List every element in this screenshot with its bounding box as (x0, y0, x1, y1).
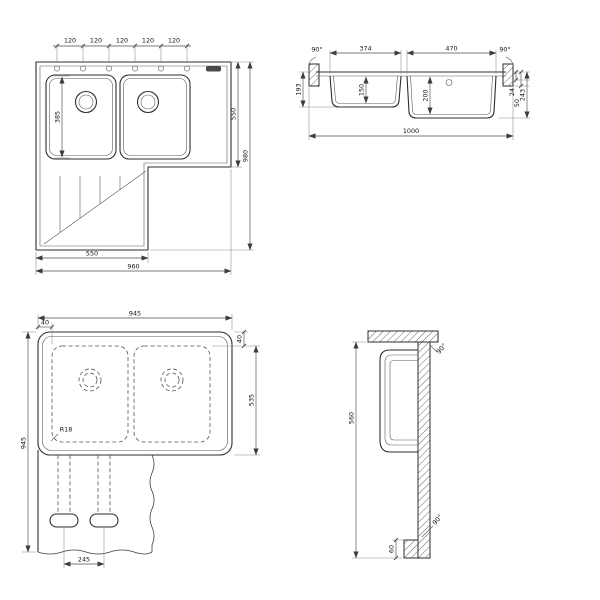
dim-label-120-1: 120 (64, 37, 76, 45)
dim-ticks (513, 69, 524, 89)
dim-label-374: 374 (359, 45, 371, 53)
left-drain-hidden-inner (82, 372, 98, 388)
angle-arc-left (308, 56, 317, 67)
dim-label-50: 50 (513, 99, 521, 107)
top-view: 120 120 120 120 120 550 980 385 550 960 (35, 37, 254, 275)
faucet-holes (54, 65, 190, 72)
dim-label-120-5: 120 (168, 37, 180, 45)
angle-leader-top (429, 344, 438, 353)
flange-section (367, 330, 439, 343)
left-bowl-hidden (51, 345, 129, 443)
dim-label-193: 193 (295, 83, 303, 95)
faucet-hole (106, 65, 112, 72)
bottom-view: 945 40 40 535 945 R18 245 (20, 310, 260, 568)
left-bowl-profile (329, 75, 402, 108)
dim-label-550-right: 550 (230, 108, 238, 120)
dim-label-385: 385 (54, 111, 62, 123)
underside-outline (37, 331, 233, 456)
left-bowl-inner-line (49, 78, 113, 156)
dim-label-150: 150 (358, 84, 366, 96)
dim-label-1000: 1000 (403, 127, 419, 135)
dim-label-470: 470 (445, 45, 457, 53)
break-line-vertical (149, 454, 155, 552)
dim-label-120-3: 120 (116, 37, 128, 45)
brand-logo (206, 66, 221, 72)
faucet-hole (80, 65, 86, 72)
right-bowl-outline (119, 74, 191, 160)
bowl-corner-profile-mid (384, 354, 418, 446)
side-section-view: 560 60 90° 90° (348, 330, 448, 561)
left-edge-section (308, 63, 320, 87)
dim-label-40-right: 40 (236, 335, 244, 343)
dim-label-243: 243 (519, 89, 527, 101)
right-drain-outer (136, 90, 160, 114)
underside-inner-line (42, 336, 228, 451)
right-drain-hidden-outer (160, 368, 184, 392)
right-edge-section (502, 63, 514, 87)
right-bowl-hidden (133, 345, 211, 443)
dim-ticks-60 (393, 537, 399, 561)
bowl-corner-profile-outer (379, 349, 418, 453)
angle-label-top: 90° (435, 342, 448, 356)
dim-label-200: 200 (422, 89, 430, 101)
dim-label-560: 560 (348, 412, 356, 424)
right-drain-hidden-inner (164, 372, 180, 388)
dim-label-550-bottom: 550 (86, 250, 98, 258)
angle-label-bottom: 90° (431, 513, 444, 527)
dim-label-120-2: 120 (90, 37, 102, 45)
dim-label-535: 535 (248, 394, 256, 406)
dim-label-960: 960 (127, 263, 139, 271)
left-drain-hidden-outer (78, 368, 102, 392)
dim-label-120-4: 120 (142, 37, 154, 45)
faucet-hole (158, 65, 164, 72)
sink-inner-rim-line (39, 65, 228, 247)
front-section-view: 90° 374 470 90° 193 150 200 1000 24 50 2… (295, 45, 530, 140)
left-drain-outer (74, 90, 98, 114)
right-bowl-profile (406, 75, 497, 119)
groove-diagonal (43, 170, 147, 245)
foot-section (403, 539, 419, 559)
sink-outline (35, 61, 232, 251)
right-mount-slot (89, 513, 119, 528)
left-bowl-outline (45, 74, 117, 160)
left-drain-inner (78, 94, 94, 110)
angle-arc-right (505, 56, 514, 67)
right-bowl-inner-line (123, 78, 187, 156)
angle-leader-bottom (421, 525, 434, 538)
dim-label-945-left: 945 (20, 437, 28, 449)
dim-ticks-40-topleft (35, 324, 55, 330)
dim-ticks-40-right (241, 329, 247, 349)
dim-label-980: 980 (242, 150, 250, 162)
faucet-hole (54, 65, 60, 72)
dim-label-245: 245 (78, 556, 90, 564)
left-mount-slot (49, 513, 79, 528)
radius-leader (50, 433, 59, 442)
bowl-corner-profile-inner (389, 360, 418, 441)
right-bowl-profile-inner (410, 75, 493, 115)
angle-label-left: 90° (311, 46, 322, 54)
wall-section (417, 341, 431, 559)
groove-lines (59, 176, 121, 232)
drainboard-grooves (43, 170, 147, 245)
dim-label-40-topleft: 40 (41, 319, 49, 327)
faucet-hole (184, 65, 190, 72)
dim-label-60: 60 (388, 545, 396, 553)
dim-label-24: 24 (508, 88, 516, 96)
right-drain-inner (140, 94, 156, 110)
radius-label: R18 (60, 426, 73, 434)
faucet-hole (132, 65, 138, 72)
dim-label-945-top: 945 (129, 310, 141, 318)
extension-lines (352, 341, 404, 559)
overflow-hole (445, 79, 453, 86)
break-line-horizontal (37, 549, 153, 555)
dim-ticks (54, 43, 190, 49)
angle-label-right: 90° (499, 46, 510, 54)
drain-channel-hidden-lines (57, 455, 111, 514)
left-bowl-profile-inner (333, 75, 398, 104)
